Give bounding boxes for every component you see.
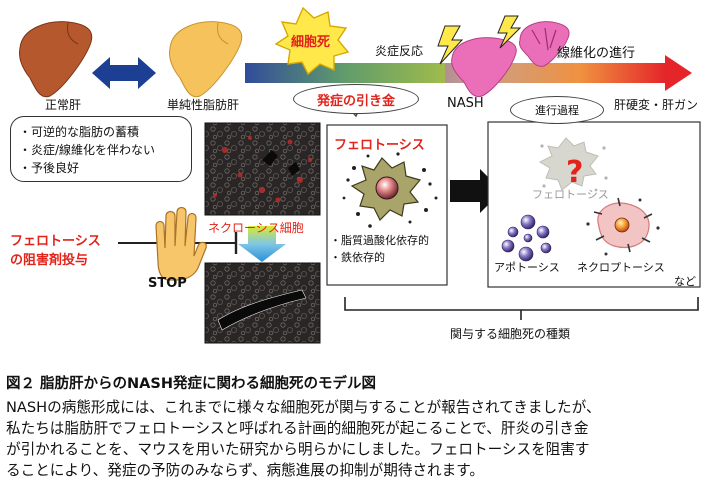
stop-label: STOP [148, 276, 187, 291]
fatty-liver-icon [169, 21, 243, 98]
ferroptosis-feature: ・鉄依存的 [330, 251, 385, 264]
ferroptosis-title: フェロトーシス [334, 138, 425, 153]
progress-label: 進行過程 [535, 104, 579, 117]
lightning-icon [497, 15, 522, 49]
ferroptosis-type-label: フェロトーシス [532, 188, 609, 201]
etc-label: など [674, 275, 696, 288]
normal-liver-label: 正常肝 [45, 98, 82, 112]
involved-bracket [344, 297, 699, 311]
nash-liver-icon [451, 37, 517, 98]
necrosis-label: ネクローシス細胞 [208, 221, 304, 235]
apoptosis-cells [501, 214, 552, 262]
ferroptosis-feature: ・脂質過酸化依存的 [330, 234, 429, 247]
ferroptosis-cell [342, 152, 438, 228]
fibrosis-label: 線維化の進行 [557, 46, 636, 61]
fatty-liver-label: 単純性脂肪肝 [167, 98, 240, 112]
necrosis-down-arrow [238, 226, 286, 262]
caption-line: ることにより、発症の予防のみならず、病態進展の抑制が期待されます。 [6, 462, 484, 479]
tissue-micrograph-necrosis [204, 262, 321, 344]
stop-hand-icon [155, 206, 207, 281]
involved-label: 関与する細胞死の種類 [450, 327, 571, 341]
normal-liver-icon [19, 21, 93, 98]
faded-ferroptosis-cell [538, 137, 608, 192]
caption-title: 図２ 脂肪肝からのNASH発症に関わる細胞死のモデル図 [6, 376, 376, 392]
caption-line: が引かれることを、マウスを用いた研究から明らかにしました。フェロトーシスを阻害す [6, 441, 590, 458]
progress-callout: 進行過程 [510, 96, 604, 124]
necroptosis-cell [586, 197, 660, 256]
feature-item: ・可逆的な脂肪の蓄積 [19, 125, 140, 139]
feature-item: ・炎症/線維化を伴わない [19, 143, 156, 157]
caption-line: NASHの病態形成には、これまでに様々な細胞死が関与することが報告されてきました… [6, 399, 601, 416]
tissue-micrograph-ferroptosis [204, 122, 321, 216]
inflammation-label: 炎症反応 [375, 44, 424, 58]
cirrhosis-label: 肝硬変・肝ガン [614, 98, 699, 112]
inhibitor-label-line1: フェロトーシス [10, 234, 101, 249]
inhibitor-label-line2: の阻害剤投与 [10, 253, 89, 268]
apoptosis-label: アポトーシス [494, 261, 560, 274]
caption-line: 私たちは脂肪肝でフェロトーシスと呼ばれる計画的細胞死が起こることで、肝炎の引き金 [6, 420, 589, 437]
fatty-liver-features-callout: ・可逆的な脂肪の蓄積 ・炎症/線維化を伴わない ・予後良好 [10, 116, 192, 182]
early-progression-bar [245, 63, 445, 83]
reversible-double-arrow [92, 57, 156, 89]
cell-death-badge-label: 細胞死 [291, 35, 331, 50]
necroptosis-label: ネクロプトーシス [577, 261, 665, 274]
feature-item: ・予後良好 [19, 161, 80, 175]
lightning-icon [437, 25, 464, 65]
nash-label: NASH [447, 96, 484, 111]
question-mark-icon: ? [566, 155, 583, 190]
trigger-callout: 発症の引き金 [293, 84, 419, 114]
progression-arrowhead [665, 55, 692, 91]
trigger-label: 発症の引き金 [316, 93, 395, 109]
fibrotic-liver-icon [519, 21, 570, 67]
cell-death-burst [274, 6, 350, 76]
